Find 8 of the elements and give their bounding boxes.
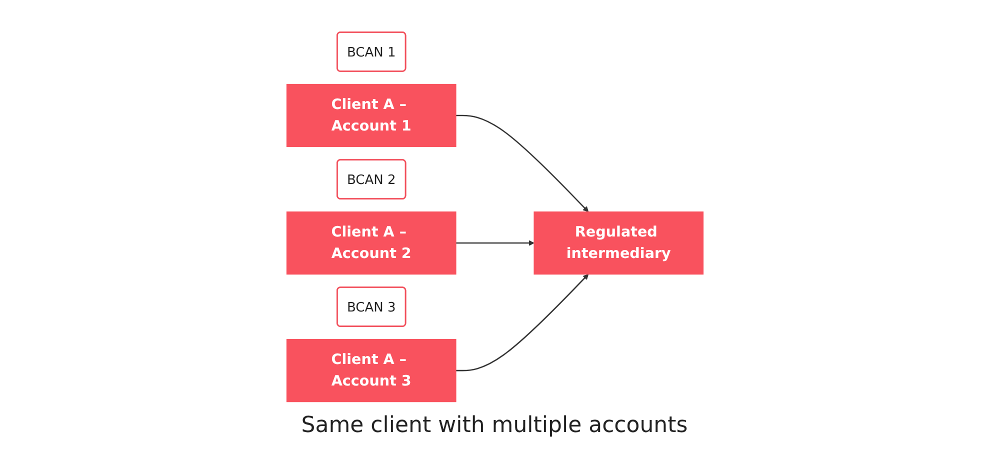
node-box: Client A – Account 2 xyxy=(286,210,456,274)
node-box: Client A – Account 3 xyxy=(286,338,456,402)
node-box: Regulated intermediary xyxy=(533,210,704,274)
arrow xyxy=(455,114,588,212)
arrow xyxy=(455,274,588,371)
caption-text: Same client with multiple accounts xyxy=(301,412,688,438)
node-box: Client A – Account 1 xyxy=(286,83,456,147)
arrow xyxy=(455,240,534,246)
